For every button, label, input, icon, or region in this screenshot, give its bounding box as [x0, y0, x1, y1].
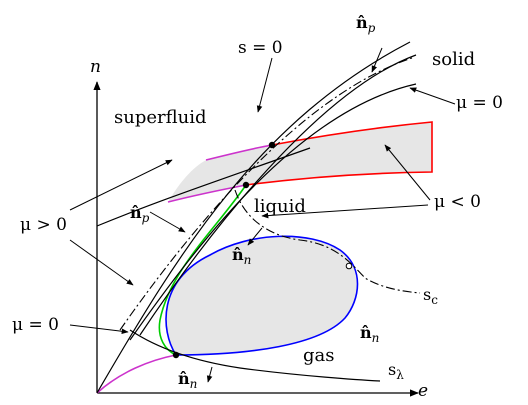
point-upper [268, 141, 276, 149]
point-lower [242, 181, 250, 189]
arrow-mu-neg-2 [261, 204, 429, 219]
label-solid: solid [432, 49, 475, 70]
arrow-nn-bottom [206, 366, 213, 383]
magenta-upper [205, 144, 273, 161]
label-nn-bottom: n̂n [178, 369, 197, 391]
dashdot-upper [119, 57, 413, 331]
liquid-band [168, 122, 432, 202]
label-np-left: n̂p [130, 203, 150, 225]
gas-region [165, 235, 359, 356]
arrow-mu-zero-top [409, 87, 456, 105]
curve-inner [139, 54, 417, 336]
label-s-lambda: sλ [388, 360, 404, 382]
label-superfluid: superfluid [114, 107, 207, 128]
label-s-c: sc [423, 285, 438, 307]
label-nn-mid: n̂n [232, 245, 251, 267]
y-axis-label: n [90, 57, 101, 77]
arrow-np-left [149, 211, 186, 233]
arrow-np-top [371, 47, 383, 73]
arrow-mu-pos-2 [69, 239, 134, 286]
arrow-mu-zero-left [69, 324, 129, 335]
label-nn-right: n̂n [360, 323, 379, 345]
label-gas: gas [303, 345, 335, 366]
curve-mu-zero-top [129, 83, 417, 341]
arrow-mu-neg [384, 144, 431, 201]
label-s-zero: s = 0 [238, 38, 283, 58]
dashdot-sc [234, 189, 421, 294]
arrow-nn-mid [247, 227, 263, 246]
label-mu-zero-top: μ = 0 [456, 93, 503, 113]
x-axis-label: e [418, 381, 428, 401]
magenta-bottom [96, 354, 177, 394]
arrow-mu-pos-1 [69, 159, 173, 211]
arrow-s-zero [256, 57, 273, 113]
liquid-boundary [245, 121, 433, 186]
point-critical [345, 262, 353, 270]
magenta-lower [167, 184, 247, 203]
curve-superfluid-boundary [96, 147, 311, 227]
curve-mu-zero-lower [129, 329, 381, 382]
label-mu-neg: μ < 0 [434, 192, 481, 212]
label-mu-zero-left: μ = 0 [12, 315, 59, 335]
label-mu-pos: μ > 0 [20, 215, 67, 235]
label-liquid: liquid [254, 196, 306, 217]
point-triple [172, 351, 180, 359]
label-np-top: n̂p [356, 13, 376, 35]
green-curve [158, 184, 247, 356]
